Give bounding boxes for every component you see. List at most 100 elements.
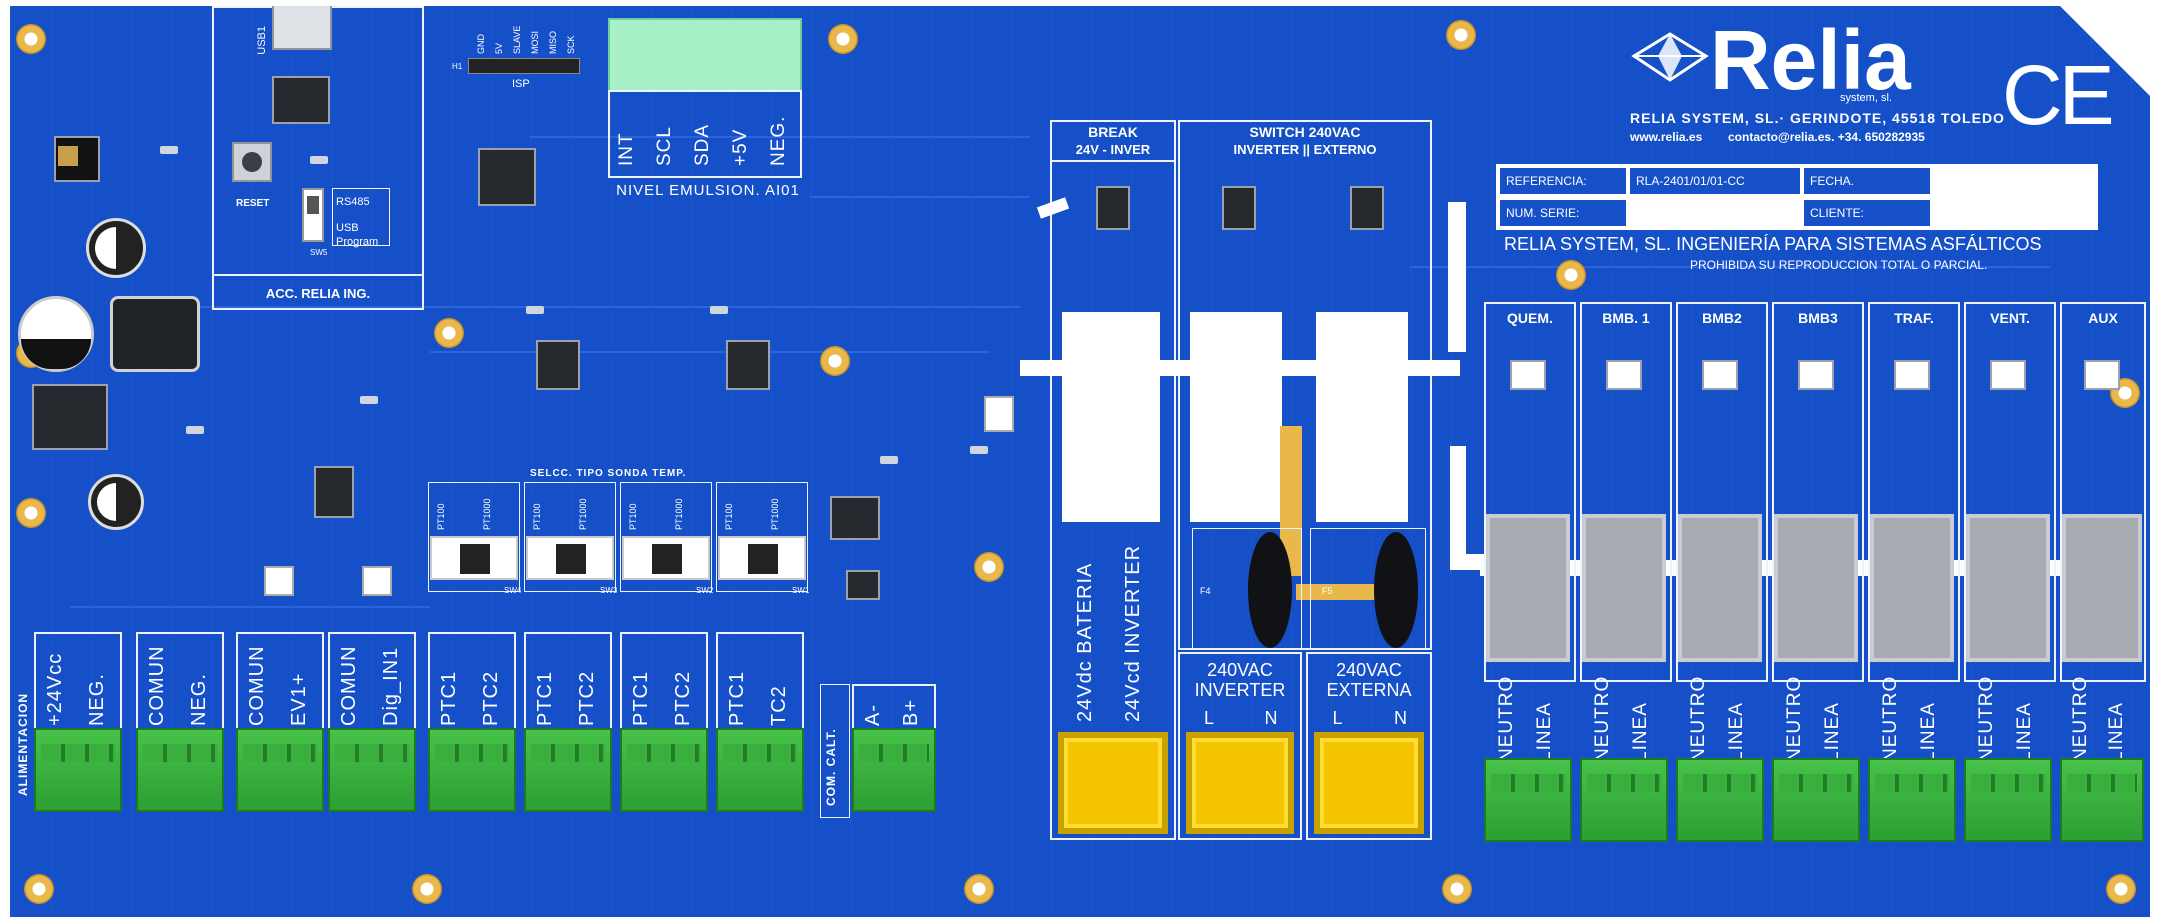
ssr-chip (1990, 360, 2026, 390)
emulsion-pin-5v: +5V (730, 128, 751, 166)
switch-title: SWITCH 240VAC (1249, 124, 1361, 140)
terminal-block-6[interactable] (524, 728, 612, 812)
isolation-slot (1450, 446, 1466, 556)
output-2-name: BMB. 1 (1602, 310, 1650, 326)
smd-resistor (710, 306, 728, 314)
switch-knob (748, 544, 778, 574)
output-terminal-1[interactable] (1484, 758, 1572, 842)
output-5-name: TRAF. (1894, 310, 1934, 326)
capacitor-2 (88, 474, 144, 530)
sonda-4-pt100: PT100 (724, 503, 734, 530)
isp-pin-miso: MISO (548, 30, 558, 54)
externa-ac-terminal[interactable] (1314, 732, 1424, 834)
large-capacitor (18, 296, 94, 372)
relay-driver (1350, 186, 1384, 230)
inverter-ac-n: N (1264, 708, 1278, 728)
relia-diamond-logo (1630, 32, 1710, 82)
terminal-block-1[interactable] (34, 728, 122, 812)
terminal-block-8[interactable] (716, 728, 804, 812)
output-terminal-6[interactable] (1964, 758, 2052, 842)
output-outline-3 (1676, 302, 1768, 682)
output-1-name: QUEM. (1507, 310, 1553, 326)
sonda-switch-1 (428, 482, 520, 592)
serial-label-cell: NUM. SERIE: (1500, 200, 1626, 226)
battery-power-terminal[interactable] (1058, 732, 1168, 834)
output-terminal-3[interactable] (1676, 758, 1764, 842)
output-terminal-7[interactable] (2060, 758, 2144, 842)
fuse-holder-2 (1310, 528, 1426, 650)
pcb-board: ACC. RELIA ING. USB1 RESET RS485 USB Pro… (10, 6, 2150, 917)
terminal-a-minus: A- (862, 704, 884, 726)
emulsion-title: NIVEL EMULSION. AI01 (616, 182, 800, 199)
terminal-block-7[interactable] (620, 728, 708, 812)
sonda-1-ref: SW4 (504, 586, 522, 595)
emulsion-pin-int: INT (616, 132, 637, 166)
fuse-holder-1 (1192, 528, 1302, 650)
terminal-4-b: Dig_IN1 (380, 646, 402, 726)
sonda-title: SELCC. TIPO SONDA TEMP. (530, 468, 687, 479)
sonda-switch-2 (524, 482, 616, 592)
ref-value: RLA-2401/01/01-CC (1636, 174, 1745, 188)
output-relay-7 (2062, 514, 2142, 662)
output-relay-2 (1582, 514, 1666, 662)
isp-pin-mosi: MOSI (530, 30, 540, 54)
terminal-block-4[interactable] (328, 728, 416, 812)
relay-driver (1222, 186, 1256, 230)
copper-trace (1280, 426, 1302, 576)
output-terminal-2[interactable] (1580, 758, 1668, 842)
reset-button[interactable] (232, 142, 272, 182)
pcb-trace (810, 196, 1030, 198)
break-sub: 24V - INVER (1075, 142, 1151, 157)
ce-mark: CE (2002, 48, 2115, 142)
output-terminal-4[interactable] (1772, 758, 1860, 842)
terminal-b-plus: B+ (900, 698, 922, 726)
terminal-8-b: TC2 (768, 685, 790, 726)
capacitor-top (95, 227, 137, 269)
switch-relay-1 (1190, 312, 1282, 522)
mode-switch[interactable] (302, 188, 324, 242)
terminal-7-b: PTC2 (672, 670, 694, 726)
optocoupler (984, 396, 1014, 432)
output-terminal-5[interactable] (1868, 758, 1956, 842)
sonda-2-pt100: PT100 (532, 503, 542, 530)
isp-pin-gnd: GND (476, 34, 486, 54)
isp-pin-slave: SLAVE (512, 25, 522, 54)
switch-sub: INVERTER || EXTERNO (1233, 142, 1377, 157)
terminal-block-2[interactable] (136, 728, 224, 812)
pcb-trace (200, 306, 1020, 308)
terminal-block-ab[interactable] (852, 728, 936, 812)
capacitor-top (97, 483, 135, 521)
terminal-block-5[interactable] (428, 728, 516, 812)
smd-resistor (310, 156, 328, 164)
isp-label: ISP (512, 78, 530, 90)
output-2-neutro: NEUTRO (1592, 675, 1613, 762)
mounting-hole (16, 24, 46, 54)
sonda-selector-4[interactable] (718, 536, 806, 580)
inverter-dc-label: 24Vcd INVERTER (1122, 544, 1144, 722)
terminal-1-b: NEG. (86, 673, 108, 726)
terminal-block-3[interactable] (236, 728, 324, 812)
switch-relay-2 (1316, 312, 1408, 522)
mounting-hole (828, 24, 858, 54)
pcb-trace (430, 351, 990, 353)
isp-pin-5v: 5V (494, 42, 504, 54)
optocoupler (264, 566, 294, 596)
optocoupler (362, 566, 392, 596)
sonda-selector-2[interactable] (526, 536, 614, 580)
small-chip (846, 570, 880, 600)
divider (212, 274, 424, 276)
divider (1050, 160, 1176, 162)
inverter-ac-terminal[interactable] (1186, 732, 1294, 834)
relia-logo-sub: system, sl. (1840, 92, 1892, 104)
sonda-selector-3[interactable] (622, 536, 710, 580)
sonda-3-ref: SW2 (696, 586, 714, 595)
mounting-hole (1446, 20, 1476, 50)
terminal-6-a: PTC1 (534, 670, 556, 726)
output-4-name: BMB3 (1798, 310, 1838, 326)
terminal-3-a: COMUN (246, 645, 268, 726)
terminal-2-a: COMUN (146, 645, 168, 726)
relay-driver (1096, 186, 1130, 230)
switch-knob (460, 544, 490, 574)
output-1-linea: LINEA (1534, 702, 1555, 762)
sonda-selector-1[interactable] (430, 536, 518, 580)
